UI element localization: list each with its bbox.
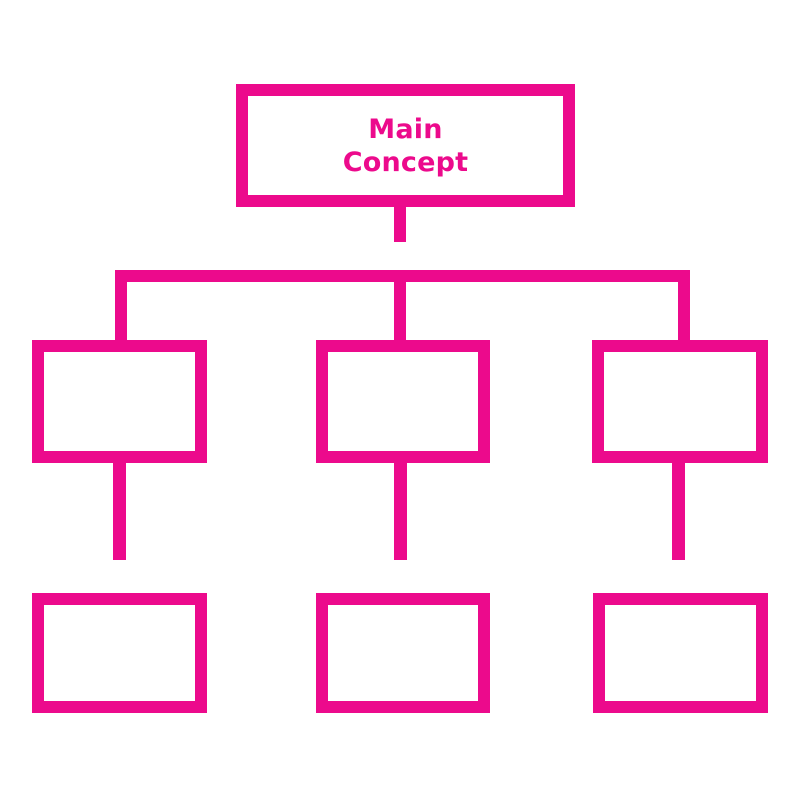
connector-bus-bar — [115, 270, 690, 282]
connector-bus-left-drop — [115, 282, 127, 340]
connector-branch-2-down — [394, 463, 407, 560]
node-main-concept[interactable]: Main Concept — [236, 84, 575, 207]
connector-branch-1-down — [113, 463, 126, 560]
node-main-concept-label: Main Concept — [342, 113, 469, 178]
connector-root-stub — [394, 207, 406, 242]
node-branch-2[interactable] — [316, 340, 490, 463]
node-branch-3[interactable] — [592, 340, 768, 463]
node-leaf-1[interactable] — [32, 593, 207, 713]
node-leaf-3[interactable] — [593, 593, 768, 713]
node-leaf-2[interactable] — [316, 593, 490, 713]
connector-bus-center-drop — [394, 282, 406, 340]
connector-bus-right-drop — [678, 282, 690, 340]
node-branch-1[interactable] — [32, 340, 207, 463]
connector-branch-3-down — [672, 463, 685, 560]
